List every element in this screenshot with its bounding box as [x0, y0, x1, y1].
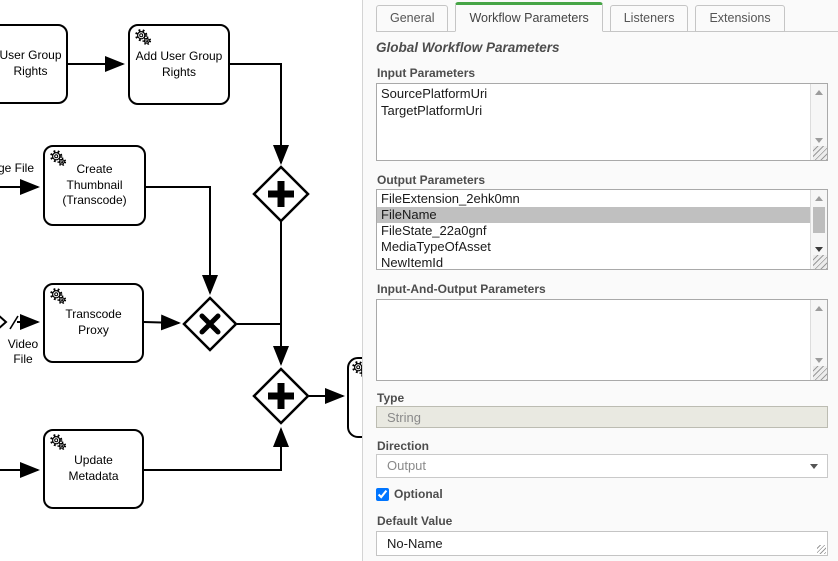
scrollbar-thumb[interactable] — [813, 207, 825, 233]
default-value-label: Default Value — [377, 514, 453, 528]
input-parameters-label: Input Parameters — [377, 66, 476, 80]
flow-metadata-to-parallel-gateway[interactable] — [144, 427, 289, 471]
input-and-output-parameters-label: Input-And-Output Parameters — [377, 282, 546, 296]
direction-select[interactable]: Output — [376, 454, 828, 478]
output-parameter-item[interactable]: FileState_22a0gnf — [381, 223, 487, 238]
task-label: Create Thumbnail (Transcode) — [62, 162, 127, 208]
service-task-gear-icon — [50, 150, 67, 167]
x-icon — [199, 313, 221, 335]
panel-heading: Global Workflow Parameters — [376, 40, 560, 55]
scroll-up-icon[interactable] — [815, 306, 823, 311]
task-user-group-rights[interactable]: User Group Rights — [0, 24, 68, 104]
output-parameters-label: Output Parameters — [377, 173, 486, 187]
default-value-field[interactable] — [377, 532, 827, 555]
scroll-down-icon[interactable] — [815, 138, 823, 143]
scrollbar[interactable] — [810, 190, 827, 269]
scrollbar[interactable] — [810, 300, 827, 380]
type-label: Type — [377, 391, 405, 405]
input-and-output-parameters-box[interactable] — [376, 299, 828, 381]
resize-grip-icon[interactable] — [813, 366, 827, 380]
service-task-gear-icon — [135, 29, 152, 46]
task-add-user-group-rights[interactable]: Add User Group Rights — [128, 24, 230, 105]
task-transcode-proxy[interactable]: Transcode Proxy — [43, 283, 144, 363]
scroll-up-icon[interactable] — [815, 90, 823, 95]
tab-workflow-parameters[interactable]: Workflow Parameters — [455, 2, 603, 32]
resize-grip-icon[interactable] — [817, 545, 826, 554]
service-task-gear-icon — [50, 288, 67, 305]
plus-icon — [268, 383, 294, 409]
properties-panel: General Workflow Parameters Listeners Ex… — [362, 0, 838, 561]
direction-selected-value: Output — [387, 458, 427, 473]
optional-checkbox-label: Optional — [394, 487, 443, 501]
edge-label-video-file: Video File — [7, 337, 39, 366]
resize-grip-icon[interactable] — [813, 146, 827, 160]
chevron-down-icon — [810, 464, 818, 469]
default-value-wrapper — [376, 531, 828, 556]
type-field — [376, 406, 828, 428]
tab-bar: General Workflow Parameters Listeners Ex… — [376, 0, 838, 32]
direction-label: Direction — [377, 439, 430, 453]
output-parameter-item[interactable]: FileExtension_2ehk0mn — [381, 191, 520, 206]
parallel-gateway-bottom[interactable] — [252, 367, 310, 425]
plus-icon — [268, 181, 294, 207]
flow-source-chevron — [0, 315, 8, 329]
edge-label-image-file: ge File — [0, 161, 35, 175]
parallel-gateway-top[interactable] — [252, 165, 310, 223]
task-label: Add User Group Rights — [135, 48, 223, 79]
output-parameters-box[interactable]: FileExtension_2ehk0mn FileName FileState… — [376, 189, 828, 270]
optional-checkbox[interactable] — [376, 487, 389, 501]
optional-checkbox-row[interactable]: Optional — [376, 487, 443, 501]
input-parameters-box[interactable]: SourcePlatformUri TargetPlatformUri — [376, 83, 828, 161]
service-task-gear-icon — [50, 434, 67, 451]
input-parameter-item[interactable]: SourcePlatformUri — [381, 86, 488, 101]
tab-extensions[interactable]: Extensions — [695, 5, 785, 32]
sequence-flows[interactable] — [0, 56, 345, 478]
tab-listeners[interactable]: Listeners — [609, 5, 689, 32]
task-update-metadata[interactable]: Update Metadata — [43, 429, 144, 509]
output-parameter-item[interactable]: MediaTypeOfAsset — [381, 239, 491, 254]
task-label: User Group Rights — [0, 48, 62, 78]
scroll-down-icon[interactable] — [815, 358, 823, 363]
task-label: Update Metadata — [68, 453, 119, 483]
exclusive-gateway[interactable] — [182, 296, 238, 352]
resize-grip-icon[interactable] — [813, 255, 827, 269]
flow-proxy-to-exclusive-gateway[interactable] — [143, 314, 181, 331]
output-parameter-item[interactable]: NewItemId — [381, 255, 444, 269]
flow-thumbnail-to-exclusive-gateway[interactable] — [146, 186, 218, 295]
flow-add-rights-to-parallel-gateway[interactable] — [230, 63, 289, 165]
conditional-flow-marker — [9, 315, 19, 330]
scroll-up-icon[interactable] — [815, 196, 823, 201]
input-parameter-item[interactable]: TargetPlatformUri — [381, 102, 483, 118]
scrollbar[interactable] — [810, 84, 827, 160]
task-create-thumbnail[interactable]: Create Thumbnail (Transcode) — [43, 145, 146, 226]
output-parameter-item-selected[interactable]: FileName — [377, 207, 810, 223]
scroll-down-icon[interactable] — [815, 247, 823, 252]
task-label: Transcode Proxy — [65, 307, 122, 337]
tab-general[interactable]: General — [376, 5, 449, 32]
